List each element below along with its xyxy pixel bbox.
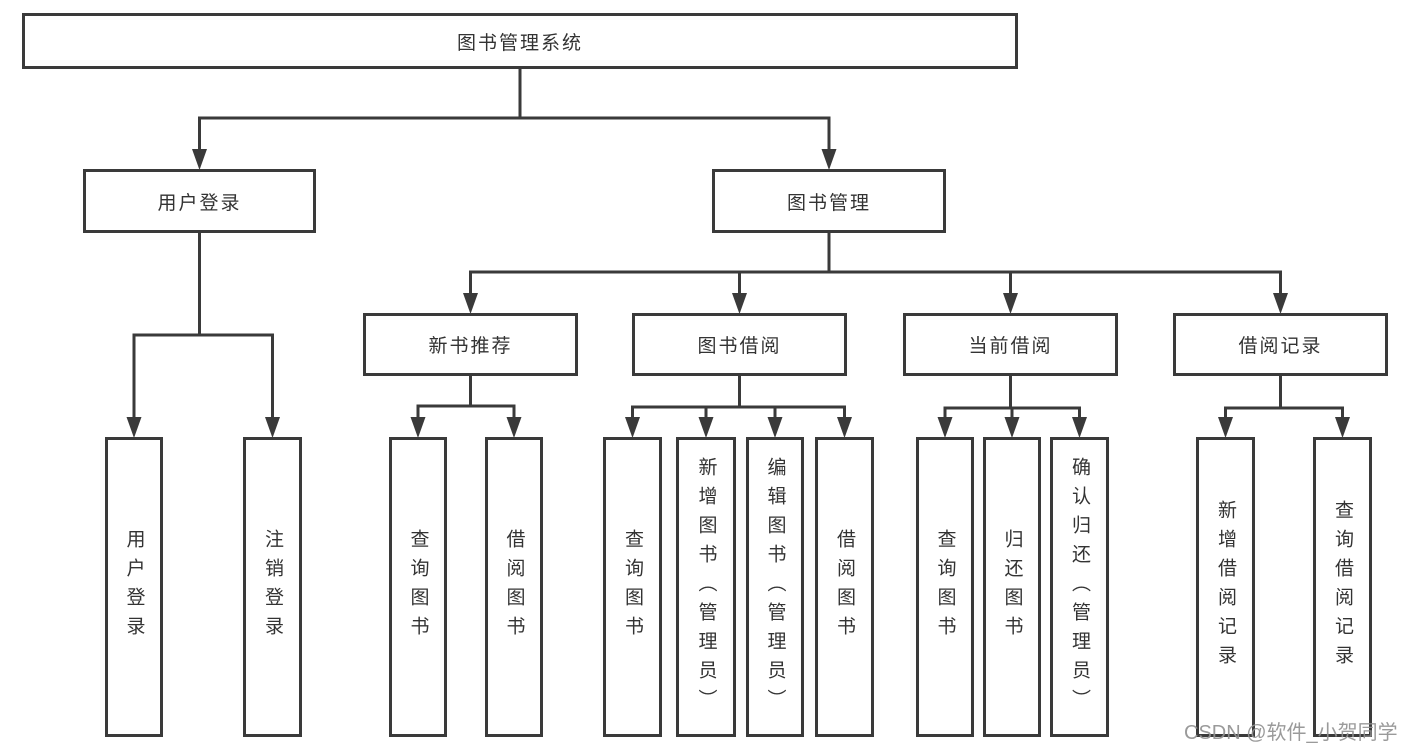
arrowhead-icon xyxy=(1003,293,1018,314)
leaf-query-borrow-record: 查询借阅记录 xyxy=(1313,437,1372,737)
node-label: 查询图书 xyxy=(622,529,643,645)
arrowhead-icon xyxy=(192,149,207,170)
connector-line xyxy=(943,374,1081,427)
node-label: 查询图书 xyxy=(934,529,956,645)
connector-line xyxy=(1224,374,1344,427)
leaf-user-login: 用户登录 xyxy=(105,437,163,737)
arrowhead-icon xyxy=(1335,417,1350,438)
connector-line xyxy=(416,374,516,427)
node-label: 确认归还（管理员） xyxy=(1069,456,1090,718)
node-book-borrowing: 图书借阅 xyxy=(632,313,847,376)
node-label: 图书借阅 xyxy=(697,336,782,357)
arrowhead-icon xyxy=(410,417,426,438)
node-label: 借阅记录 xyxy=(1238,336,1323,357)
node-label: 图书管理 xyxy=(786,192,871,214)
leaf-return-books: 归还图书 xyxy=(983,437,1041,737)
leaf-query-books-current: 查询图书 xyxy=(916,437,974,737)
arrowhead-icon xyxy=(1273,293,1288,314)
leaf-query-books-borrow: 查询图书 xyxy=(603,437,662,737)
arrowhead-icon xyxy=(506,417,522,438)
node-label: 当前借阅 xyxy=(968,336,1053,357)
node-current-borrowing: 当前借阅 xyxy=(903,313,1118,376)
node-label: 查询借阅记录 xyxy=(1332,500,1353,674)
node-label: 新增借阅记录 xyxy=(1215,500,1236,674)
watermark: CSDN @软件_小贺同学 xyxy=(1184,722,1398,744)
arrowhead-icon xyxy=(625,417,640,438)
connector-line xyxy=(198,67,831,159)
leaf-add-books-admin: 新增图书（管理员） xyxy=(676,437,736,737)
node-label: 注销登录 xyxy=(262,529,283,645)
connector-line xyxy=(631,374,846,427)
leaf-add-borrow-record: 新增借阅记录 xyxy=(1196,437,1255,737)
arrowhead-icon xyxy=(1072,417,1087,438)
arrowhead-icon xyxy=(1218,417,1233,438)
node-label: 用户登录 xyxy=(157,192,242,214)
node-label: 借阅图书 xyxy=(834,529,855,645)
connector-line xyxy=(469,231,1282,303)
node-label: 图书管理系统 xyxy=(456,32,583,54)
node-label: 借阅图书 xyxy=(503,529,525,645)
node-label: 新增图书（管理员） xyxy=(695,456,717,718)
arrowhead-icon xyxy=(937,417,953,438)
node-label: 新书推荐 xyxy=(428,336,513,357)
node-root: 图书管理系统 xyxy=(22,13,1018,69)
arrowhead-icon xyxy=(698,417,714,438)
arrowhead-icon xyxy=(265,417,280,438)
node-borrowing-records: 借阅记录 xyxy=(1173,313,1388,376)
leaf-borrow-books: 借阅图书 xyxy=(815,437,874,737)
node-label: 编辑图书（管理员） xyxy=(764,456,786,718)
arrowhead-icon xyxy=(732,293,747,314)
arrowhead-icon xyxy=(837,417,852,438)
node-user-login: 用户登录 xyxy=(83,169,316,233)
connector-line xyxy=(132,231,274,427)
arrowhead-icon xyxy=(1004,417,1020,438)
leaf-logout: 注销登录 xyxy=(243,437,302,737)
node-label: 归还图书 xyxy=(1001,529,1023,645)
arrowhead-icon xyxy=(126,417,142,438)
node-book-management: 图书管理 xyxy=(712,169,946,233)
arrowhead-icon xyxy=(821,149,837,170)
arrowhead-icon xyxy=(767,417,783,438)
node-new-book-recommend: 新书推荐 xyxy=(363,313,578,376)
node-label: 查询图书 xyxy=(407,529,429,645)
leaf-confirm-return-admin: 确认归还（管理员） xyxy=(1050,437,1109,737)
node-label: 用户登录 xyxy=(123,529,145,645)
leaf-edit-books-admin: 编辑图书（管理员） xyxy=(746,437,804,737)
arrowhead-icon xyxy=(463,293,478,314)
leaf-query-books-rec: 查询图书 xyxy=(389,437,447,737)
leaf-borrow-books-rec: 借阅图书 xyxy=(485,437,543,737)
